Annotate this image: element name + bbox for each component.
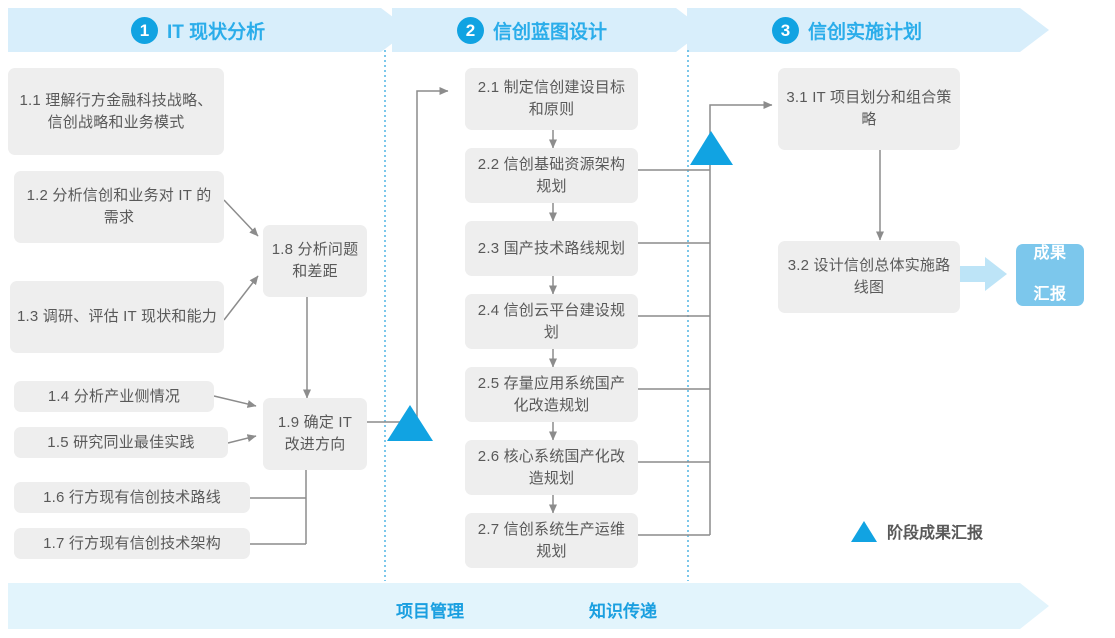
phase-number-3: 3 <box>772 17 799 44</box>
milestone-triangle-phase1 <box>387 405 433 441</box>
node-1-3[interactable]: 1.3 调研、评估 IT 现状和能力 <box>10 281 224 353</box>
node-1-7[interactable]: 1.7 行方现有信创技术架构 <box>14 528 250 559</box>
node-1-4[interactable]: 1.4 分析产业侧情况 <box>14 381 214 412</box>
node-2-5[interactable]: 2.5 存量应用系统国产化改造规划 <box>465 367 638 422</box>
legend-milestone: 阶段成果汇报 <box>851 519 983 543</box>
phase-number-2: 2 <box>457 17 484 44</box>
phase-label-2[interactable]: 2 信创蓝图设计 <box>457 17 607 44</box>
node-result-report[interactable]: 成果汇报 <box>1016 244 1084 306</box>
node-1-9[interactable]: 1.9 确定 IT 改进方向 <box>263 398 367 470</box>
phase-title-3: 信创实施计划 <box>808 22 923 43</box>
node-3-1[interactable]: 3.1 IT 项目划分和组合策略 <box>778 68 960 150</box>
phase-title-1: IT 现状分析 <box>167 22 266 43</box>
node-3-2[interactable]: 3.2 设计信创总体实施路线图 <box>778 241 960 313</box>
footer-label-knowledge-transfer[interactable]: 知识传递 <box>589 602 657 621</box>
phase-label-3[interactable]: 3 信创实施计划 <box>772 17 922 44</box>
node-2-1[interactable]: 2.1 制定信创建设目标和原则 <box>465 68 638 130</box>
node-2-2[interactable]: 2.2 信创基础资源架构规划 <box>465 148 638 203</box>
result-arrow <box>958 257 1007 291</box>
node-1-2[interactable]: 1.2 分析信创和业务对 IT 的需求 <box>14 171 224 243</box>
node-2-3[interactable]: 2.3 国产技术路线规划 <box>465 221 638 276</box>
triangle-icon <box>851 520 877 542</box>
node-1-1[interactable]: 1.1 理解行方金融科技战略、信创战略和业务模式 <box>8 68 224 155</box>
footer-label-project-management[interactable]: 项目管理 <box>396 602 464 621</box>
node-1-8[interactable]: 1.8 分析问题和差距 <box>263 225 367 297</box>
phase-title-2: 信创蓝图设计 <box>493 22 608 43</box>
phase-label-1[interactable]: 1 IT 现状分析 <box>131 17 265 44</box>
node-1-5[interactable]: 1.5 研究同业最佳实践 <box>14 427 228 458</box>
node-2-4[interactable]: 2.4 信创云平台建设规划 <box>465 294 638 349</box>
node-1-6[interactable]: 1.6 行方现有信创技术路线 <box>14 482 250 513</box>
footer-bar <box>8 583 1049 629</box>
node-2-7[interactable]: 2.7 信创系统生产运维规划 <box>465 513 638 568</box>
node-2-6[interactable]: 2.6 核心系统国产化改造规划 <box>465 440 638 495</box>
phase-number-1: 1 <box>131 17 158 44</box>
legend-milestone-label: 阶段成果汇报 <box>887 525 984 542</box>
milestone-triangle-phase2 <box>690 131 733 165</box>
